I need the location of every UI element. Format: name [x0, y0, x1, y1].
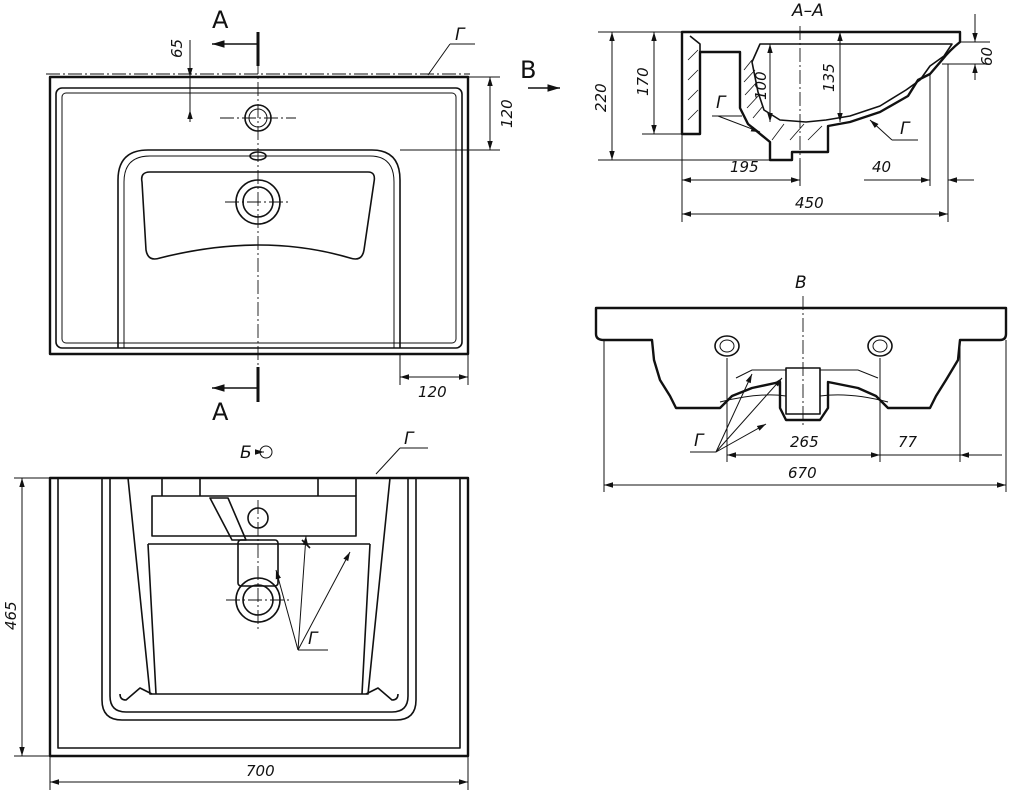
- leader-front: Г: [690, 373, 783, 453]
- svg-text:100: 100: [752, 71, 770, 100]
- svg-text:65: 65: [168, 39, 186, 58]
- leader-section-right: Г: [869, 119, 918, 141]
- front-hole-left: [714, 335, 740, 357]
- front-view-profile: [594, 306, 1008, 422]
- dim-65: 65: [168, 39, 246, 122]
- bottom-basin-contour: [127, 477, 391, 695]
- svg-text:Б: Б: [240, 443, 252, 463]
- svg-text:195: 195: [730, 158, 759, 176]
- svg-text:135: 135: [820, 63, 838, 92]
- section-profile: [680, 30, 962, 162]
- dim-450: 450: [682, 194, 948, 217]
- svg-text:265: 265: [790, 433, 819, 451]
- dim-465: 465: [2, 477, 50, 757]
- plan-basin: [140, 171, 376, 260]
- section-letter-top: A: [212, 6, 229, 34]
- plan-view: A A B 65 120: [46, 6, 560, 426]
- svg-text:Г: Г: [694, 431, 705, 451]
- plan-bowl-contour: [117, 149, 401, 348]
- section-letter-bottom: A: [212, 398, 229, 426]
- bottom-view: Б Г Г 465 700: [2, 429, 470, 790]
- dim-60: 60: [942, 14, 996, 80]
- dim-170: 170: [634, 32, 682, 135]
- svg-text:Г: Г: [455, 25, 466, 45]
- section-view: A–A 220: [592, 1, 996, 222]
- plan-outer-contour: [48, 75, 470, 356]
- dim-135: 135: [820, 32, 843, 122]
- dim-265: 265: [726, 358, 881, 462]
- section-mark-bottom: A: [212, 367, 260, 426]
- leader-bottom-inner: Г: [275, 535, 351, 651]
- svg-text:465: 465: [2, 601, 20, 630]
- svg-text:60: 60: [978, 47, 996, 66]
- dim-195: 195: [681, 134, 801, 222]
- dim-120-bottom: 120: [399, 354, 469, 401]
- svg-text:Г: Г: [900, 119, 911, 139]
- svg-text:450: 450: [795, 194, 824, 212]
- svg-text:220: 220: [592, 83, 610, 112]
- view-title: B: [795, 273, 807, 293]
- bottom-outer-contour: [48, 476, 470, 758]
- view-mark-b: B: [520, 56, 560, 92]
- svg-text:170: 170: [634, 67, 652, 96]
- svg-text:700: 700: [246, 762, 275, 780]
- leader-bottom-top: Г: [375, 429, 428, 475]
- dim-220: 220: [592, 31, 770, 161]
- front-view: B 265 77 670: [594, 273, 1008, 492]
- section-hatching: [687, 49, 823, 141]
- svg-text:Г: Г: [716, 93, 727, 113]
- dim-77: 77: [880, 340, 1007, 492]
- leader-plan: Г: [427, 25, 475, 76]
- svg-text:670: 670: [788, 464, 817, 482]
- svg-text:Г: Г: [308, 629, 319, 649]
- plan-rim: [55, 87, 463, 349]
- leader-section-left: Г: [712, 93, 761, 133]
- svg-text:120: 120: [498, 99, 516, 128]
- section-mark-top: A: [212, 6, 260, 66]
- dim-100: 100: [752, 44, 773, 122]
- view-letter: B: [520, 56, 536, 84]
- front-hole-right: [867, 335, 893, 357]
- dim-670: 670: [603, 340, 1006, 492]
- svg-text:77: 77: [898, 433, 918, 451]
- section-title: A–A: [791, 1, 824, 21]
- dim-40: 40: [864, 64, 974, 222]
- svg-text:Г: Г: [404, 429, 415, 449]
- svg-text:120: 120: [418, 383, 447, 401]
- dim-120-right: 120: [400, 76, 516, 151]
- dim-700: 700: [49, 756, 469, 790]
- svg-text:40: 40: [872, 158, 891, 176]
- bottom-view-label: Б: [240, 443, 273, 463]
